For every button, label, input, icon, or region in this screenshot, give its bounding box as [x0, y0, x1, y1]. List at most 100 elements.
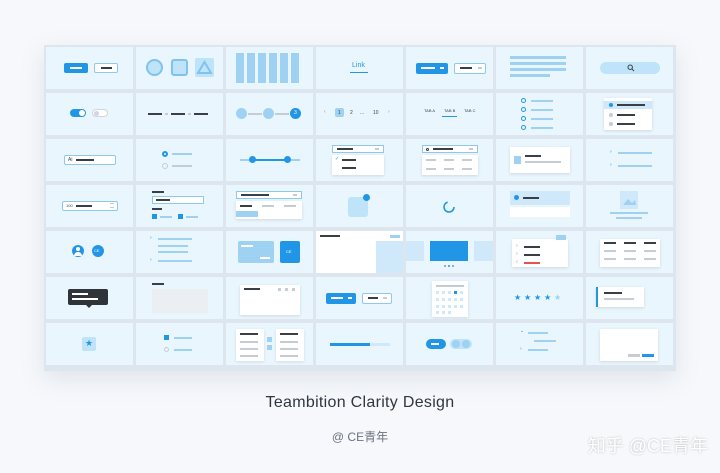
tile-search	[586, 47, 673, 89]
square-icon	[171, 59, 188, 76]
transfer-left-button[interactable]	[267, 345, 272, 350]
tile-avatars: CE	[46, 231, 133, 273]
component-board: Link 3 ‹ 1 2 ... 10 ›	[44, 45, 676, 371]
primary-button[interactable]	[64, 63, 88, 73]
tile-switches	[46, 93, 133, 135]
progress-fill	[330, 343, 370, 346]
tile-icons	[136, 47, 223, 89]
image-placeholder-icon	[620, 191, 638, 209]
select-field[interactable]	[332, 145, 384, 153]
tile-table	[586, 231, 673, 273]
star-icon[interactable]: ★	[544, 293, 552, 302]
radio-unselected[interactable]	[162, 163, 168, 169]
star-icon[interactable]: ★	[524, 293, 532, 302]
avatar-initials: CE	[92, 245, 104, 257]
tab-a[interactable]: TAB A	[424, 108, 436, 113]
badge-dot	[363, 194, 370, 201]
tile-pagination: ‹ 1 2 ... 10 ›	[316, 93, 403, 135]
tab-c[interactable]: TAB C	[464, 108, 476, 113]
calendar	[432, 281, 468, 317]
tooltip	[68, 289, 108, 305]
chevron-down-icon[interactable]: ⌄	[520, 328, 525, 334]
chevron-right-icon: ›	[150, 235, 152, 241]
tile-confirm-dialog	[586, 323, 673, 365]
tile-badge	[316, 185, 403, 227]
tile-date-select	[406, 139, 493, 181]
checkbox-checked[interactable]	[152, 214, 157, 219]
page-title: Teambition Clarity Design	[265, 394, 455, 411]
tile-form-checkboxes	[136, 185, 223, 227]
chevron-right-icon: ›	[610, 149, 612, 155]
circle-icon	[146, 59, 163, 76]
radio-selected[interactable]	[162, 151, 168, 157]
tile-resizable-panel	[316, 231, 403, 273]
slider-handle-start[interactable]	[249, 156, 256, 163]
tile-number-input: 100	[46, 185, 133, 227]
tile-carousel	[406, 231, 493, 273]
toggle-on[interactable]	[70, 109, 86, 117]
dialog-cancel-button[interactable]	[628, 354, 640, 357]
checkbox-checked[interactable]	[164, 335, 169, 340]
toggle-off[interactable]	[92, 109, 108, 117]
next-arrow-icon[interactable]: ›	[388, 109, 390, 115]
dialog-confirm-button[interactable]	[642, 354, 654, 357]
check-icon: ✓	[335, 156, 340, 162]
cascader-field[interactable]	[236, 191, 302, 199]
triangle-icon	[195, 58, 214, 77]
step-3: 3	[290, 108, 301, 119]
chevron-right-icon[interactable]: ›	[520, 346, 522, 352]
chevron-right-icon: ›	[150, 257, 152, 263]
split-button-primary[interactable]	[326, 293, 356, 304]
star-icon[interactable]: ★	[534, 293, 542, 302]
tile-tree-menu: › ›	[586, 139, 673, 181]
checkbox-checked[interactable]	[178, 214, 183, 219]
star-icon[interactable]: ★	[554, 293, 562, 302]
tile-calendar	[406, 277, 493, 319]
notification-card	[596, 287, 644, 307]
search-input[interactable]	[600, 62, 660, 74]
tile-tree: ⌄ ›	[496, 323, 583, 365]
tile-dialog	[226, 277, 313, 319]
transfer-right-button[interactable]	[267, 337, 272, 342]
tile-selected-card	[496, 185, 583, 227]
tile-spinner	[406, 185, 493, 227]
text-input[interactable]: Ai	[64, 155, 116, 165]
star-icon: ★	[85, 338, 94, 348]
loading-spinner-icon	[443, 201, 455, 213]
star-icon[interactable]: ★	[514, 293, 522, 302]
number-input[interactable]: 100	[62, 201, 118, 211]
slider-handle-end[interactable]	[284, 156, 291, 163]
page-10[interactable]: 10	[373, 110, 379, 116]
file-card	[510, 147, 570, 173]
tab-b[interactable]: TAB B	[444, 108, 456, 113]
tile-split-buttons	[316, 277, 403, 319]
carousel-slide[interactable]	[430, 241, 468, 261]
date-select-field[interactable]	[422, 145, 478, 153]
prev-arrow-icon[interactable]: ‹	[324, 109, 326, 115]
tile-radio	[136, 139, 223, 181]
dropdown-button-secondary[interactable]	[454, 63, 486, 74]
dropdown-button-primary[interactable]	[416, 63, 448, 74]
tile-grid-columns	[226, 47, 313, 89]
split-button-secondary[interactable]	[362, 293, 392, 304]
tile-tabs: TAB A TAB B TAB C	[406, 93, 493, 135]
tile-buttons	[46, 47, 133, 89]
tile-dropdown-buttons	[406, 47, 493, 89]
segment-off[interactable]	[450, 339, 472, 349]
skeleton-block	[152, 289, 208, 313]
author-credit: @ CE青年	[331, 430, 389, 444]
page-2[interactable]: 2	[350, 110, 353, 116]
confirm-dialog	[600, 329, 658, 361]
search-icon	[627, 64, 635, 72]
tile-timeline	[496, 93, 583, 135]
checkbox-unchecked[interactable]	[164, 347, 169, 352]
segment-on[interactable]	[426, 339, 446, 349]
watermark: 知乎 @CE青年	[587, 436, 708, 456]
secondary-button[interactable]	[94, 63, 118, 73]
tile-skeleton	[136, 277, 223, 319]
file-icon	[514, 156, 521, 164]
tile-breadcrumb	[136, 93, 223, 135]
link-text[interactable]: Link	[352, 62, 365, 69]
page-1[interactable]: 1	[338, 110, 341, 116]
tile-collapse: › ›	[136, 231, 223, 273]
